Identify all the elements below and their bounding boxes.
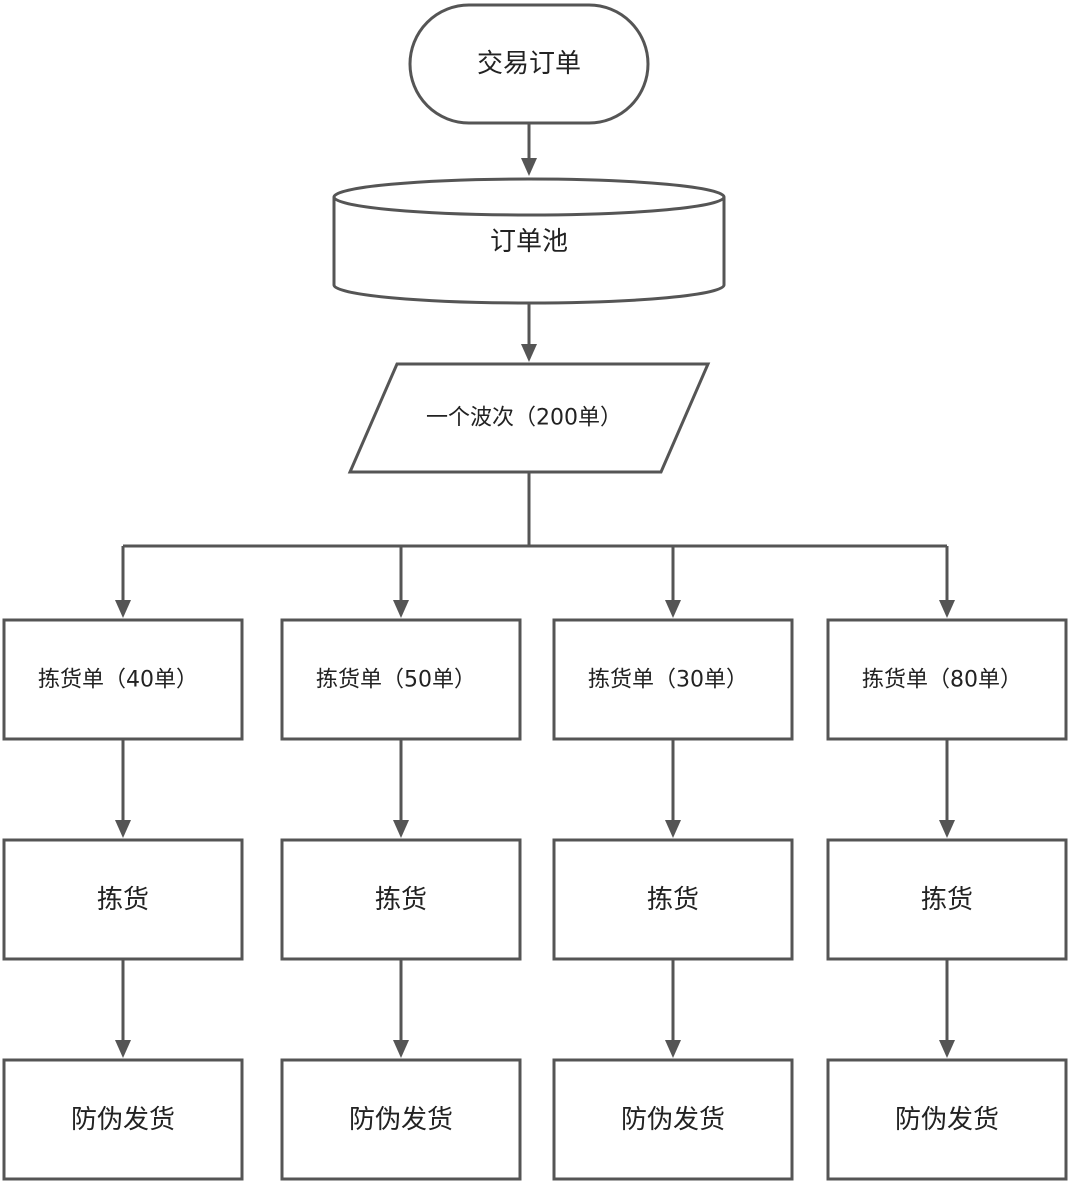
ship-box-1 bbox=[2, 1058, 244, 1181]
ship-box-4 bbox=[826, 1058, 1068, 1181]
arrowhead-ship-3 bbox=[665, 1040, 681, 1058]
database-shape bbox=[332, 177, 726, 305]
wave-label: 一个波次（200单） bbox=[426, 406, 622, 431]
node-start: 交易订单 bbox=[408, 3, 650, 125]
pick-label-2: 拣货 bbox=[375, 885, 427, 915]
column-4: 拣货单（80单） 拣货 防伪发货 bbox=[826, 618, 1068, 1181]
arrowhead-picklist-1 bbox=[115, 600, 131, 618]
arrowhead-pick-2 bbox=[393, 820, 409, 838]
pick-label-4: 拣货 bbox=[921, 885, 973, 915]
picklist-label-4: 拣货单（80单） bbox=[862, 668, 1022, 693]
arrowhead-picklist-4 bbox=[939, 600, 955, 618]
terminator-shape bbox=[408, 3, 650, 125]
parallelogram-shape bbox=[347, 362, 711, 474]
picklist-box-1 bbox=[2, 618, 244, 741]
picklist-box-3 bbox=[552, 618, 794, 741]
pick-box-3 bbox=[552, 838, 794, 961]
database-rim bbox=[332, 196, 726, 217]
picklist-label-3: 拣货单（30单） bbox=[588, 668, 748, 693]
ship-box-3 bbox=[552, 1058, 794, 1181]
arrowhead-pick-3 bbox=[665, 820, 681, 838]
picklist-label-2: 拣货单（50单） bbox=[316, 668, 476, 693]
ship-label-1: 防伪发货 bbox=[71, 1105, 175, 1135]
arrowhead-pick-1 bbox=[115, 820, 131, 838]
pick-box-1 bbox=[2, 838, 244, 961]
pick-label-1: 拣货 bbox=[97, 885, 149, 915]
picklist-label-1: 拣货单（40单） bbox=[38, 668, 198, 693]
picklist-box-4 bbox=[826, 618, 1068, 741]
arrowhead-ship-1 bbox=[115, 1040, 131, 1058]
start-label: 交易订单 bbox=[477, 49, 581, 79]
arrowhead-pool bbox=[521, 158, 537, 176]
arrowhead-ship-4 bbox=[939, 1040, 955, 1058]
ship-label-3: 防伪发货 bbox=[621, 1105, 725, 1135]
node-order-pool: 订单池 bbox=[332, 177, 726, 305]
ship-label-4: 防伪发货 bbox=[895, 1105, 999, 1135]
pick-box-2 bbox=[280, 838, 522, 961]
arrowhead-ship-2 bbox=[393, 1040, 409, 1058]
pick-label-3: 拣货 bbox=[647, 885, 699, 915]
arrowhead-picklist-3 bbox=[665, 600, 681, 618]
arrowhead-picklist-2 bbox=[393, 600, 409, 618]
arrowhead-wave bbox=[521, 344, 537, 362]
column-2: 拣货单（50单） 拣货 防伪发货 bbox=[280, 618, 522, 1181]
edges bbox=[115, 124, 955, 1058]
pick-box-4 bbox=[826, 838, 1068, 961]
node-wave: 一个波次（200单） bbox=[347, 362, 711, 474]
ship-box-2 bbox=[280, 1058, 522, 1181]
arrowhead-pick-4 bbox=[939, 820, 955, 838]
column-3: 拣货单（30单） 拣货 防伪发货 bbox=[552, 618, 794, 1181]
column-1: 拣货单（40单） 拣货 防伪发货 bbox=[2, 618, 244, 1181]
ship-label-2: 防伪发货 bbox=[349, 1105, 453, 1135]
picklist-box-2 bbox=[280, 618, 522, 741]
pool-label: 订单池 bbox=[490, 227, 568, 257]
